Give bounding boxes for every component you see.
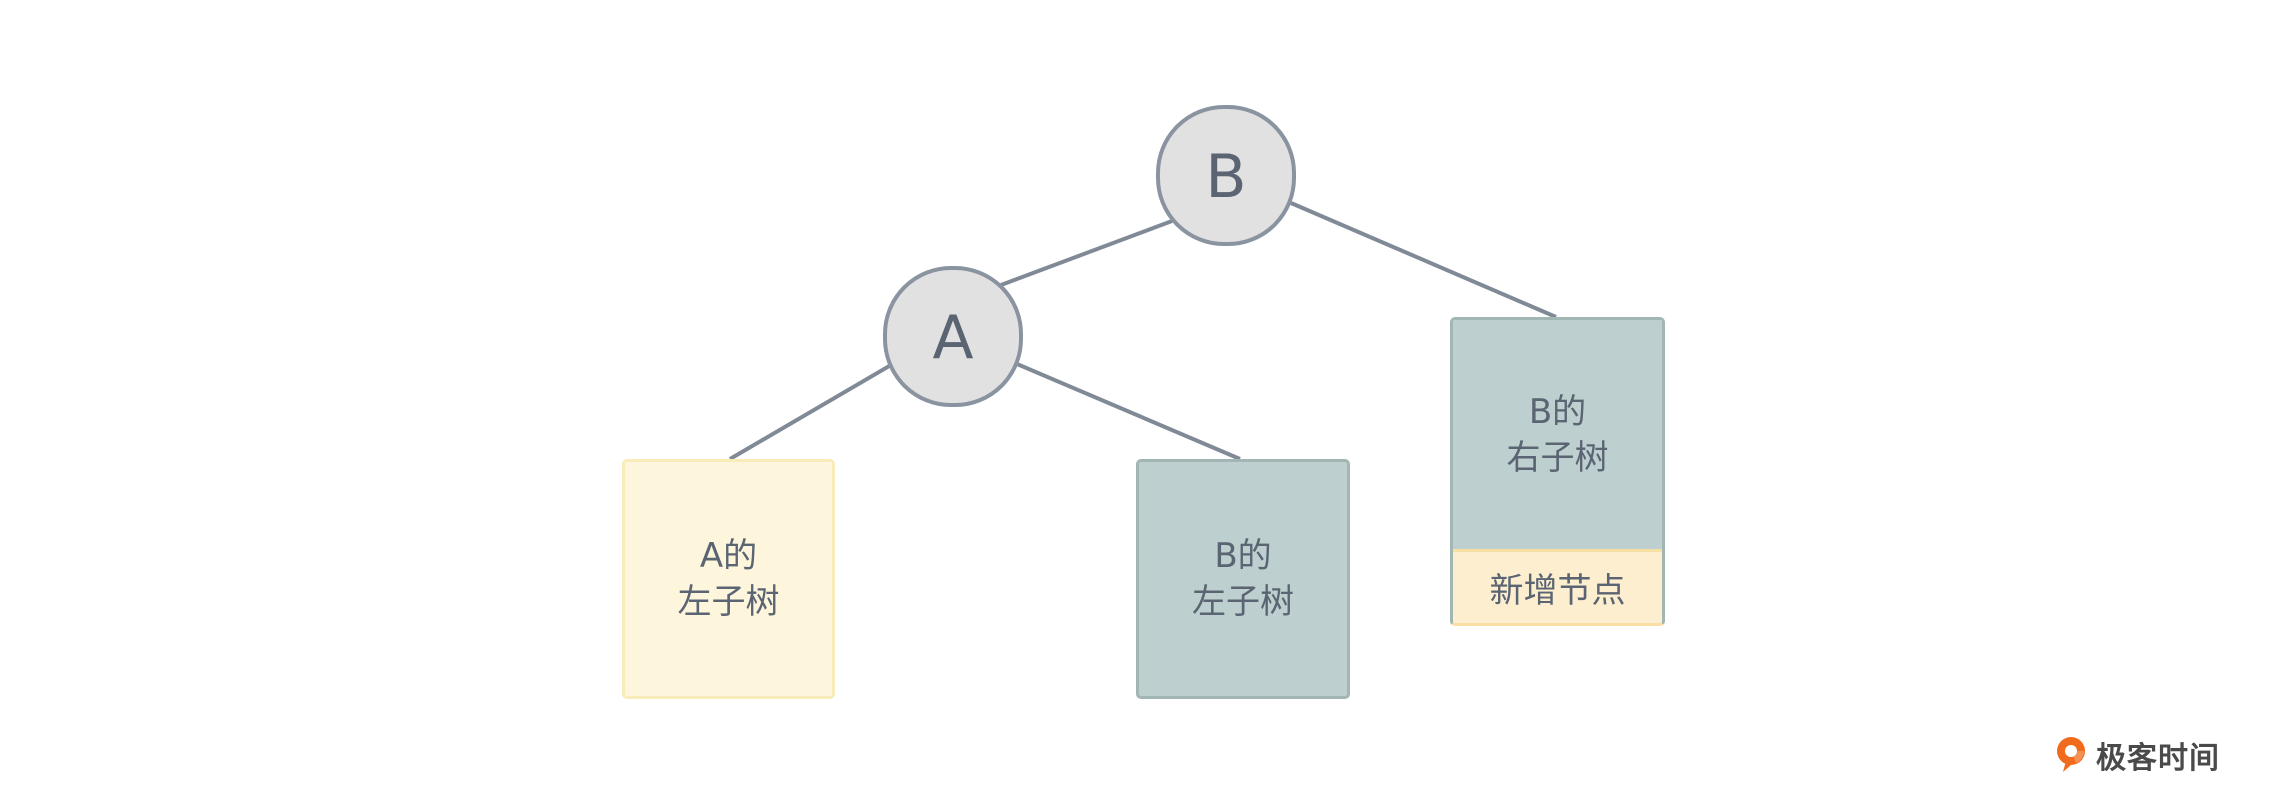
b-right-subtree-box: B的 右子树 新增节点 bbox=[1450, 317, 1665, 626]
node-a-label: A bbox=[932, 303, 973, 373]
b-left-subtree-label: B的 左子树 bbox=[1192, 536, 1294, 622]
b-right-subtree-label: B的 右子树 bbox=[1506, 391, 1609, 478]
geektime-logo-icon bbox=[2057, 737, 2085, 772]
edge-a-to-a-left-subtree bbox=[728, 363, 893, 461]
a-left-subtree-label: A的 左子树 bbox=[677, 536, 780, 622]
b-right-subtree-area: B的 右子树 bbox=[1453, 320, 1662, 549]
geektime-logo-text: 极客时间 bbox=[2096, 741, 2220, 776]
new-node-area: 新增节点 bbox=[1453, 549, 1662, 623]
geektime-logo: 极客时间 bbox=[2054, 733, 2220, 777]
a-left-subtree-box: A的 左子树 bbox=[622, 459, 835, 699]
b-left-subtree-box: B的 左子树 bbox=[1136, 459, 1350, 699]
node-a: A bbox=[883, 266, 1023, 407]
new-node-label: 新增节点 bbox=[1489, 571, 1626, 611]
node-b-label: B bbox=[1205, 142, 1246, 212]
edge-a-to-b-left-subtree bbox=[1016, 362, 1241, 461]
node-b: B bbox=[1156, 105, 1296, 246]
edge-b-to-a bbox=[1000, 219, 1173, 287]
edge-b-to-b-right-subtree bbox=[1290, 201, 1557, 319]
